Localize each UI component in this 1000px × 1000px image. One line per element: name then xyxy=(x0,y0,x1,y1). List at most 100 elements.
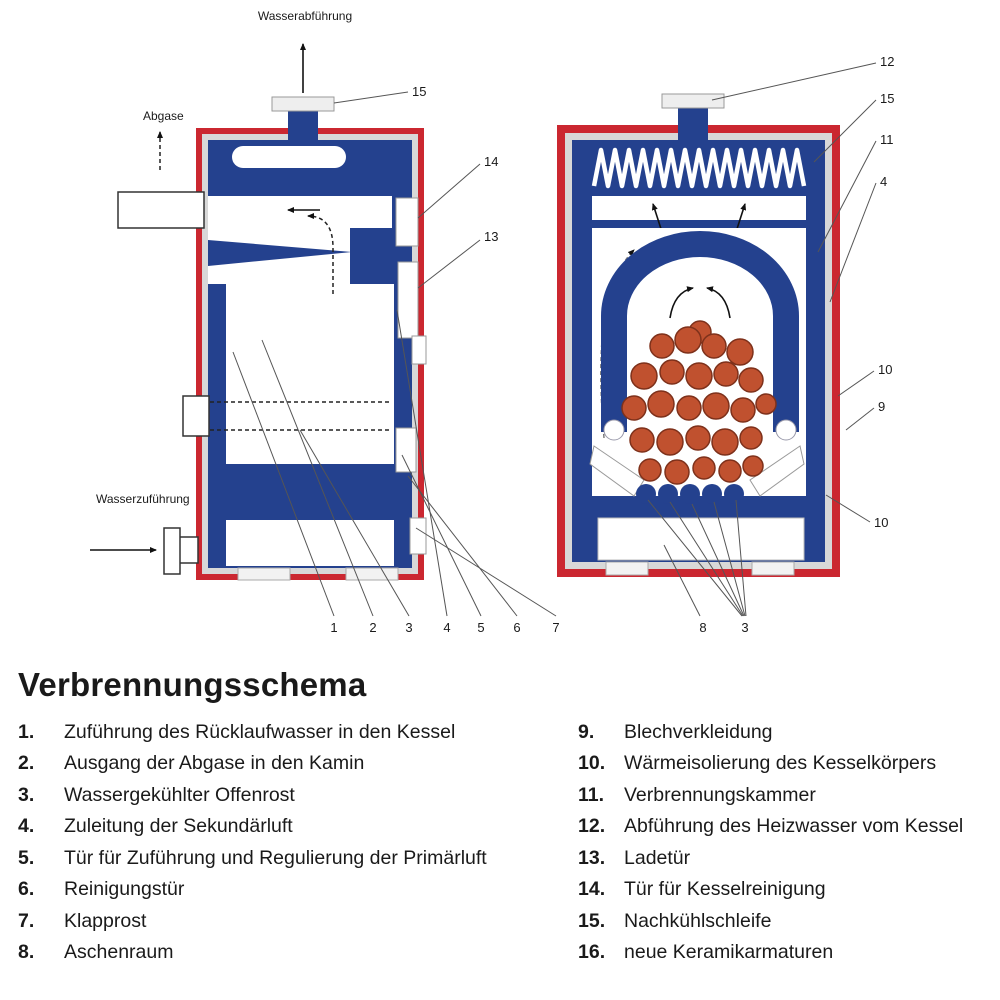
legend-item-number: 13. xyxy=(578,846,606,869)
callout-number-15b: 15 xyxy=(880,91,894,106)
legend-item-text: Wärmeisolierung des Kesselkörpers xyxy=(624,752,937,775)
legend-item: 5.Tür für Zuführung und Regulierung der … xyxy=(18,846,578,869)
legend-item-number: 5. xyxy=(18,846,35,869)
legend-item-text: Verbrennungskammer xyxy=(624,783,816,806)
callout-number-15: 15 xyxy=(412,84,426,99)
right-wall-doors xyxy=(395,197,427,555)
callout-number-5: 5 xyxy=(477,620,484,635)
callout-number-9: 9 xyxy=(878,399,885,414)
callout-number-4b: 4 xyxy=(880,174,887,189)
legend-item-number: 3. xyxy=(18,783,35,806)
combustion-chamber-left xyxy=(226,284,394,464)
wasserabfuehrung-label: Wasserabführung xyxy=(258,9,352,23)
callout-number-10b: 10 xyxy=(874,515,888,530)
arch-pipe-opening xyxy=(603,419,625,441)
callout-number-6: 6 xyxy=(513,620,520,635)
callout-number-3b: 3 xyxy=(741,620,748,635)
legend-item-number: 15. xyxy=(578,909,606,932)
page: Wasserabführung Abgase Wasserzuführung 1… xyxy=(18,9,982,964)
callout-line xyxy=(417,239,481,289)
legend-item-number: 7. xyxy=(18,909,35,932)
legend-item-number: 4. xyxy=(18,815,35,838)
legend-item-number: 6. xyxy=(18,878,35,901)
legend-item-text: neue Keramikarmaturen xyxy=(624,941,834,964)
legend-item: 13.Ladetür xyxy=(578,846,982,869)
top-slot xyxy=(232,146,346,168)
wasserzufuehrung-label: Wasserzuführung xyxy=(96,492,190,506)
legend-item-text: Wassergekühlter Offenrost xyxy=(64,783,295,806)
legend-item-text: Zuführung des Rücklaufwasser in den Kess… xyxy=(64,721,456,743)
flue-path-dashed xyxy=(307,213,334,294)
legend-item-number: 9. xyxy=(578,721,595,743)
up-arrow xyxy=(735,203,747,233)
legend-item: 16. neue Keramikarmaturen xyxy=(578,941,982,964)
callout-number-1: 1 xyxy=(330,620,337,635)
callout-line xyxy=(417,163,481,219)
legend-item-text: Ausgang der Abgase in den Kamin xyxy=(64,752,365,775)
arch-pipe-opening xyxy=(775,419,797,441)
cooling-coil xyxy=(591,147,807,189)
legend-item: 2. Ausgang der Abgase in den Kamin xyxy=(18,752,578,775)
legend-item: 6. Reinigungstür xyxy=(18,878,578,901)
abgase-label: Abgase xyxy=(143,109,184,123)
boiler-leg xyxy=(751,561,795,576)
legend-item: 15. Nachkühlschleife xyxy=(578,909,982,932)
callout-number-8: 8 xyxy=(699,620,706,635)
legend-item: 14. Tür für Kesselreinigung xyxy=(578,878,982,901)
legend-item-number: 14. xyxy=(578,878,606,901)
flue-divider xyxy=(350,228,394,284)
legend-item-text: Aschenraum xyxy=(64,941,174,964)
legend-item-number: 11. xyxy=(578,783,605,806)
deflector-plate xyxy=(749,445,805,497)
legend-item: 12. Abführung des Heizwasser vom Kessel xyxy=(578,815,982,838)
legend-item-number: 2. xyxy=(18,752,35,775)
left-stub-flange xyxy=(182,395,210,437)
legend-item: 10. Wärmeisolierung des Kesselkörpers xyxy=(578,752,982,775)
air-hook-arrow xyxy=(669,286,694,319)
legend-item-text: Tür für Kesselreinigung xyxy=(624,878,826,901)
boiler-leg xyxy=(345,567,399,581)
water-outlet-stub xyxy=(271,96,335,144)
callout-number-3: 3 xyxy=(405,620,412,635)
legend-left-column: 1. Zuführung des Rücklaufwasser in den Ke… xyxy=(18,721,578,964)
legend-item-text: Abführung des Heizwasser vom Kessel xyxy=(624,815,964,838)
legend-item-number: 8. xyxy=(18,941,35,964)
legend-item: 1. Zuführung des Rücklaufwasser in den Ke… xyxy=(18,721,578,743)
abgase-pipe xyxy=(117,191,205,229)
boiler-schematic-svg: Wasserabführung Abgase Wasserzuführung 1… xyxy=(90,9,894,635)
ash-chamber xyxy=(226,520,394,566)
legend-item-number: 12. xyxy=(578,815,606,838)
legend-item: 7. Klapprost xyxy=(18,909,578,932)
left-boiler: Wasserabführung Abgase Wasserzuführung 1… xyxy=(90,9,560,635)
right-callout-lines xyxy=(711,62,877,523)
callout-number-12: 12 xyxy=(880,54,894,69)
callout-number-13: 13 xyxy=(484,229,498,244)
legend-item: 11. Verbrennungskammer xyxy=(578,783,982,806)
secondary-air-arch xyxy=(601,231,799,432)
legend-item: 9. Blechverkleidung xyxy=(578,721,982,743)
legend-item-text: Klapprost xyxy=(64,909,147,932)
heat-exchange-slot xyxy=(592,196,806,220)
callout-number-14: 14 xyxy=(484,154,498,169)
right-boiler: 12 15 11 4 10 9 10 8 3 xyxy=(557,54,894,635)
callout-number-7: 7 xyxy=(552,620,559,635)
legend-item-text: Nachkühlschleife xyxy=(624,909,772,932)
legend-item-number: 10. xyxy=(578,752,606,775)
callout-number-4: 4 xyxy=(443,620,450,635)
water-inlet-flange xyxy=(163,527,181,575)
legend-item-text: Reinigungstür xyxy=(64,878,185,901)
legend-item-number: 16. xyxy=(578,941,606,964)
deflector-plate xyxy=(589,445,645,497)
flue-baffle xyxy=(208,240,352,266)
bottom-callout-lines xyxy=(232,309,557,617)
legend-item: 8. Aschenraum xyxy=(18,941,578,964)
legend-item-text: Blechverkleidung xyxy=(624,721,773,743)
legend-right-column: 9. Blechverkleidung 10. Wärmeisolierung de… xyxy=(578,721,982,964)
legend: 1. Zuführung des Rücklaufwasser in den Ke… xyxy=(18,721,982,964)
bottom-callout-lines-right xyxy=(647,499,747,617)
legend-item-number: 1. xyxy=(18,721,35,743)
boiler-diagrams: Wasserabführung Abgase Wasserzuführung 1… xyxy=(90,9,894,635)
callout-number-11: 11 xyxy=(880,132,894,147)
boiler-leg xyxy=(605,561,649,576)
callout-number-2: 2 xyxy=(369,620,376,635)
